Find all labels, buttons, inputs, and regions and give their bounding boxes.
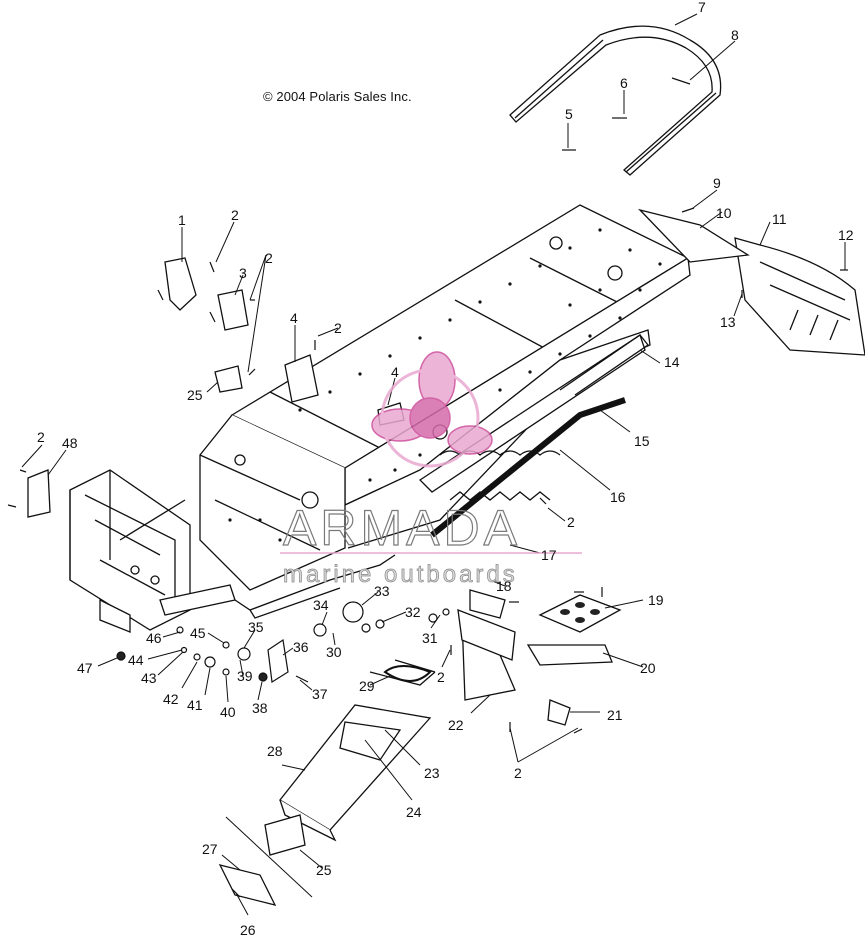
callout-18: 18 [496,578,512,594]
callout-3: 3 [239,265,247,281]
front-bumper [509,25,722,176]
callout-33: 33 [374,583,390,599]
callout-26: 26 [240,922,256,937]
callout-25: 25 [316,862,332,878]
callout-31: 31 [422,630,438,646]
callout-42: 42 [163,691,179,707]
callout-21: 21 [607,707,623,723]
callout-14: 14 [664,354,680,370]
callout-32: 32 [405,604,421,620]
callout-25: 25 [187,387,203,403]
callout-12: 12 [838,227,854,243]
callout-4: 4 [391,364,399,380]
callout-35: 35 [248,619,264,635]
callout-7: 7 [698,0,706,15]
callout-11: 11 [772,211,787,227]
front-frame [69,469,236,633]
footrest [538,594,622,633]
callout-2: 2 [37,429,45,445]
callout-23: 23 [424,765,440,781]
leader-lines [21,13,846,916]
fasteners [7,77,848,898]
lower-brackets [457,589,613,726]
callout-15: 15 [634,433,650,449]
callout-45: 45 [190,625,206,641]
callout-2: 2 [334,320,342,336]
callout-48: 48 [62,435,78,451]
callout-30: 30 [326,644,342,660]
callout-44: 44 [128,652,144,668]
callout-43: 43 [141,670,157,686]
callout-24: 24 [406,804,422,820]
armada-watermark: ARMADA marine outboards [280,351,582,588]
running-board-rail [430,397,626,538]
callout-6: 6 [620,75,628,91]
callout-2: 2 [231,207,239,223]
copyright-notice: © 2004 Polaris Sales Inc. [263,89,412,104]
callout-2: 2 [567,514,575,530]
cable-strap [383,665,432,682]
armada-propeller-logo [371,351,493,468]
callout-2: 2 [437,669,445,685]
callout-2: 2 [265,250,273,266]
callout-17: 17 [541,547,557,563]
watermark-brand: ARMADA [283,500,521,556]
rear-plate [637,208,750,263]
callout-22: 22 [448,717,464,733]
callout-40: 40 [220,704,236,720]
callout-8: 8 [731,27,739,43]
rear-snowflap [734,237,865,356]
callout-47: 47 [77,660,93,676]
callout-27: 27 [202,841,218,857]
callout-36: 36 [293,639,309,655]
callout-16: 16 [610,489,626,505]
callout-20: 20 [640,660,656,676]
callout-19: 19 [648,592,664,608]
callout-39: 39 [237,668,253,684]
callout-41: 41 [187,697,203,713]
callout-46: 46 [146,630,162,646]
callout-29: 29 [359,678,375,694]
callout-37: 37 [312,686,328,702]
callout-34: 34 [313,597,329,613]
callout-9: 9 [713,175,721,191]
watermark-tagline: marine outboards [283,561,518,588]
callout-2: 2 [514,765,522,781]
bottom-plates [218,814,313,906]
callout-28: 28 [267,743,283,759]
callout-labels: 1 2 3 2 4 2 25 4 2 48 5 6 7 8 9 10 11 12… [37,0,854,937]
callout-4: 4 [290,310,298,326]
belly-pan [279,659,436,842]
callout-10: 10 [716,205,732,221]
callout-1: 1 [178,212,186,228]
callout-13: 13 [720,314,736,330]
callout-5: 5 [565,106,573,122]
callout-38: 38 [252,700,268,716]
